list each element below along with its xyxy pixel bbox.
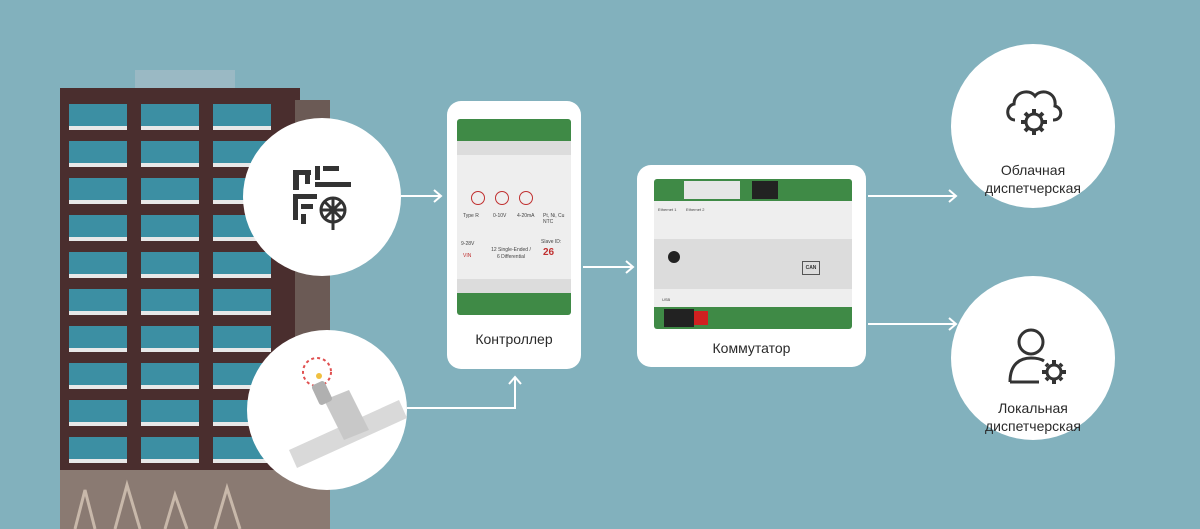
switch-usb: USB: [662, 297, 671, 302]
local-dispatch-label-line1: Локальная: [998, 400, 1068, 416]
switch-can: CAN: [802, 261, 820, 275]
pipe-sensor-icon: [269, 340, 409, 470]
cloud-dispatch-label-line1: Облачная: [1000, 162, 1066, 178]
cloud-dispatch-label-line2: диспетчерская: [985, 180, 1081, 196]
building-image: [55, 70, 330, 529]
switch-label: Коммутатор: [712, 340, 791, 356]
cloud-gear-icon: [1003, 82, 1065, 140]
switch-card: Ethernet 1 Ethernet 2 CAN USB Коммутатор: [637, 165, 866, 367]
hvac-source-circle: [243, 118, 401, 276]
pipe-source-circle: [247, 330, 407, 490]
controller-card: Type R 0-10V 4-20mA Pt, Ni, Cu NTC 9-28V…: [447, 101, 581, 369]
controller-slave-id: 26: [543, 247, 555, 258]
controller-label: Контроллер: [475, 331, 553, 347]
local-dispatch-label-line2: диспетчерская: [985, 418, 1081, 434]
controller-channels: 12 Single-Ended /: [491, 247, 531, 253]
hvac-schematic-icon: [287, 162, 357, 232]
cloud-dispatch-circle: Облачная диспетчерская: [951, 44, 1115, 208]
switch-ethernet2: Ethernet 2: [686, 207, 705, 212]
controller-ma-range: 4-20mA: [517, 213, 535, 219]
controller-v-range: 0-10V: [493, 213, 507, 219]
controller-device-image: Type R 0-10V 4-20mA Pt, Ni, Cu NTC 9-28V…: [457, 119, 571, 315]
switch-device-image: Ethernet 1 Ethernet 2 CAN USB: [654, 179, 852, 329]
controller-power: 9-28V: [461, 241, 475, 247]
local-dispatch-circle: Локальная диспетчерская: [951, 276, 1115, 440]
user-gear-icon: [1007, 326, 1073, 386]
controller-type-r: Type R: [463, 213, 479, 219]
controller-vin: VIN: [463, 253, 472, 259]
controller-sensor-types: Pt, Ni, Cu NTC: [543, 213, 565, 225]
controller-channels-diff: 6 Differential: [497, 254, 525, 260]
controller-slave-label: Slave ID:: [541, 239, 562, 245]
switch-ethernet1: Ethernet 1: [658, 207, 677, 212]
